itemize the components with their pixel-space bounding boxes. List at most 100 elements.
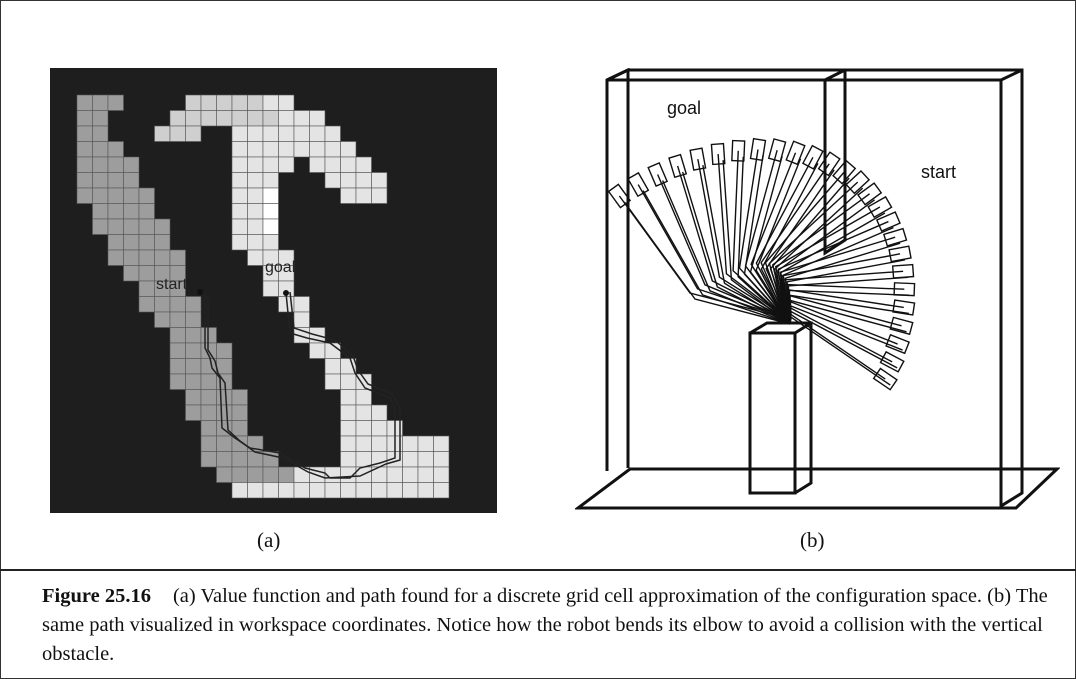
grid-cell [200,435,217,452]
grid-cell [185,125,202,142]
grid-cell [278,156,295,173]
start-label: start [156,276,188,293]
gripper [882,227,908,247]
grid-cell [123,172,140,189]
grid-cell [169,110,186,127]
grid-cell [154,296,171,313]
arm-pose [774,206,881,319]
grid-cell [138,280,155,297]
grid-cell [262,125,279,142]
grid-cell [169,342,186,359]
left-wall [605,68,630,471]
grid-cell [402,451,419,468]
arm-pose-outline [722,159,791,325]
grid-cell [324,156,341,173]
grid-cell [340,482,357,499]
grid-cell [433,482,450,499]
grid-cell [123,265,140,282]
grid-cell [76,110,93,127]
grid-cell [123,187,140,204]
grid-cell [247,249,264,266]
grid-cell [123,203,140,220]
grid-cell [231,451,248,468]
grid-cell [355,451,372,468]
grid-cell [417,466,434,483]
gripper [892,299,916,316]
grid-cell [278,141,295,158]
arm-pose-outline [743,155,791,325]
grid-cell [262,94,279,111]
arm-pose-outline [749,155,791,325]
grid-cell [340,141,357,158]
grid-cell [76,94,93,111]
grid-cell [216,342,233,359]
grid-cell [278,466,295,483]
grid-cell [309,141,326,158]
grid-cell [185,311,202,328]
middle-wall [823,70,847,256]
gripper [647,162,669,187]
gripper [885,333,910,355]
grid-cell [154,311,171,328]
grid-cell [417,435,434,452]
grid-cell [216,358,233,375]
grid-cell [200,404,217,421]
grid-cell [262,234,279,251]
arm-pose-outline [789,316,891,386]
grid-cell [247,466,264,483]
arm-pose [732,150,786,319]
grid-cell [169,373,186,390]
arm-pose-outline [784,242,901,325]
gripper [668,153,688,179]
grid-cell [76,141,93,158]
grid-cell [92,203,109,220]
arm-pose-outline [623,201,791,325]
grid-cell [231,156,248,173]
robot-arm-trajectory [607,137,916,391]
grid-cell [247,218,264,235]
grid-cell [371,435,388,452]
grid-cell [216,404,233,421]
arm-pose [637,184,786,319]
grid-cell [154,249,171,266]
grid-cell [278,110,295,127]
gripper [888,245,912,263]
start-label-b: start [921,162,956,182]
grid-cell [324,358,341,375]
grid-cell [371,482,388,499]
grid-cell [247,482,264,499]
grid-cell [200,373,217,390]
grid-cell [231,187,248,204]
grid-cell [138,296,155,313]
grid-cell [231,110,248,127]
grid-cell [123,234,140,251]
grid-cell [169,249,186,266]
grid-cell [340,358,357,375]
grid-cell [76,156,93,173]
grid-cell [371,187,388,204]
arm-pose-outline [702,165,791,325]
gripper [872,367,898,391]
grid-cell [185,327,202,344]
gripper [785,140,806,166]
grid-cell [309,125,326,142]
grid-cell [247,156,264,173]
grid-cell [247,172,264,189]
arm-pose [764,171,845,319]
gripper [731,139,746,162]
grid-cell [185,389,202,406]
grid-cell [386,482,403,499]
grid-cell [154,234,171,251]
gripper [749,137,767,162]
grid-cell [355,172,372,189]
caption-divider [0,569,1076,571]
grid-cell [185,94,202,111]
grid-cell [107,172,124,189]
gripper [817,151,841,177]
arm-pose [750,152,797,319]
grid-cell [138,265,155,282]
grid-cell [371,404,388,421]
grid-cell [324,172,341,189]
grid-cell [107,234,124,251]
grid-cell [433,451,450,468]
